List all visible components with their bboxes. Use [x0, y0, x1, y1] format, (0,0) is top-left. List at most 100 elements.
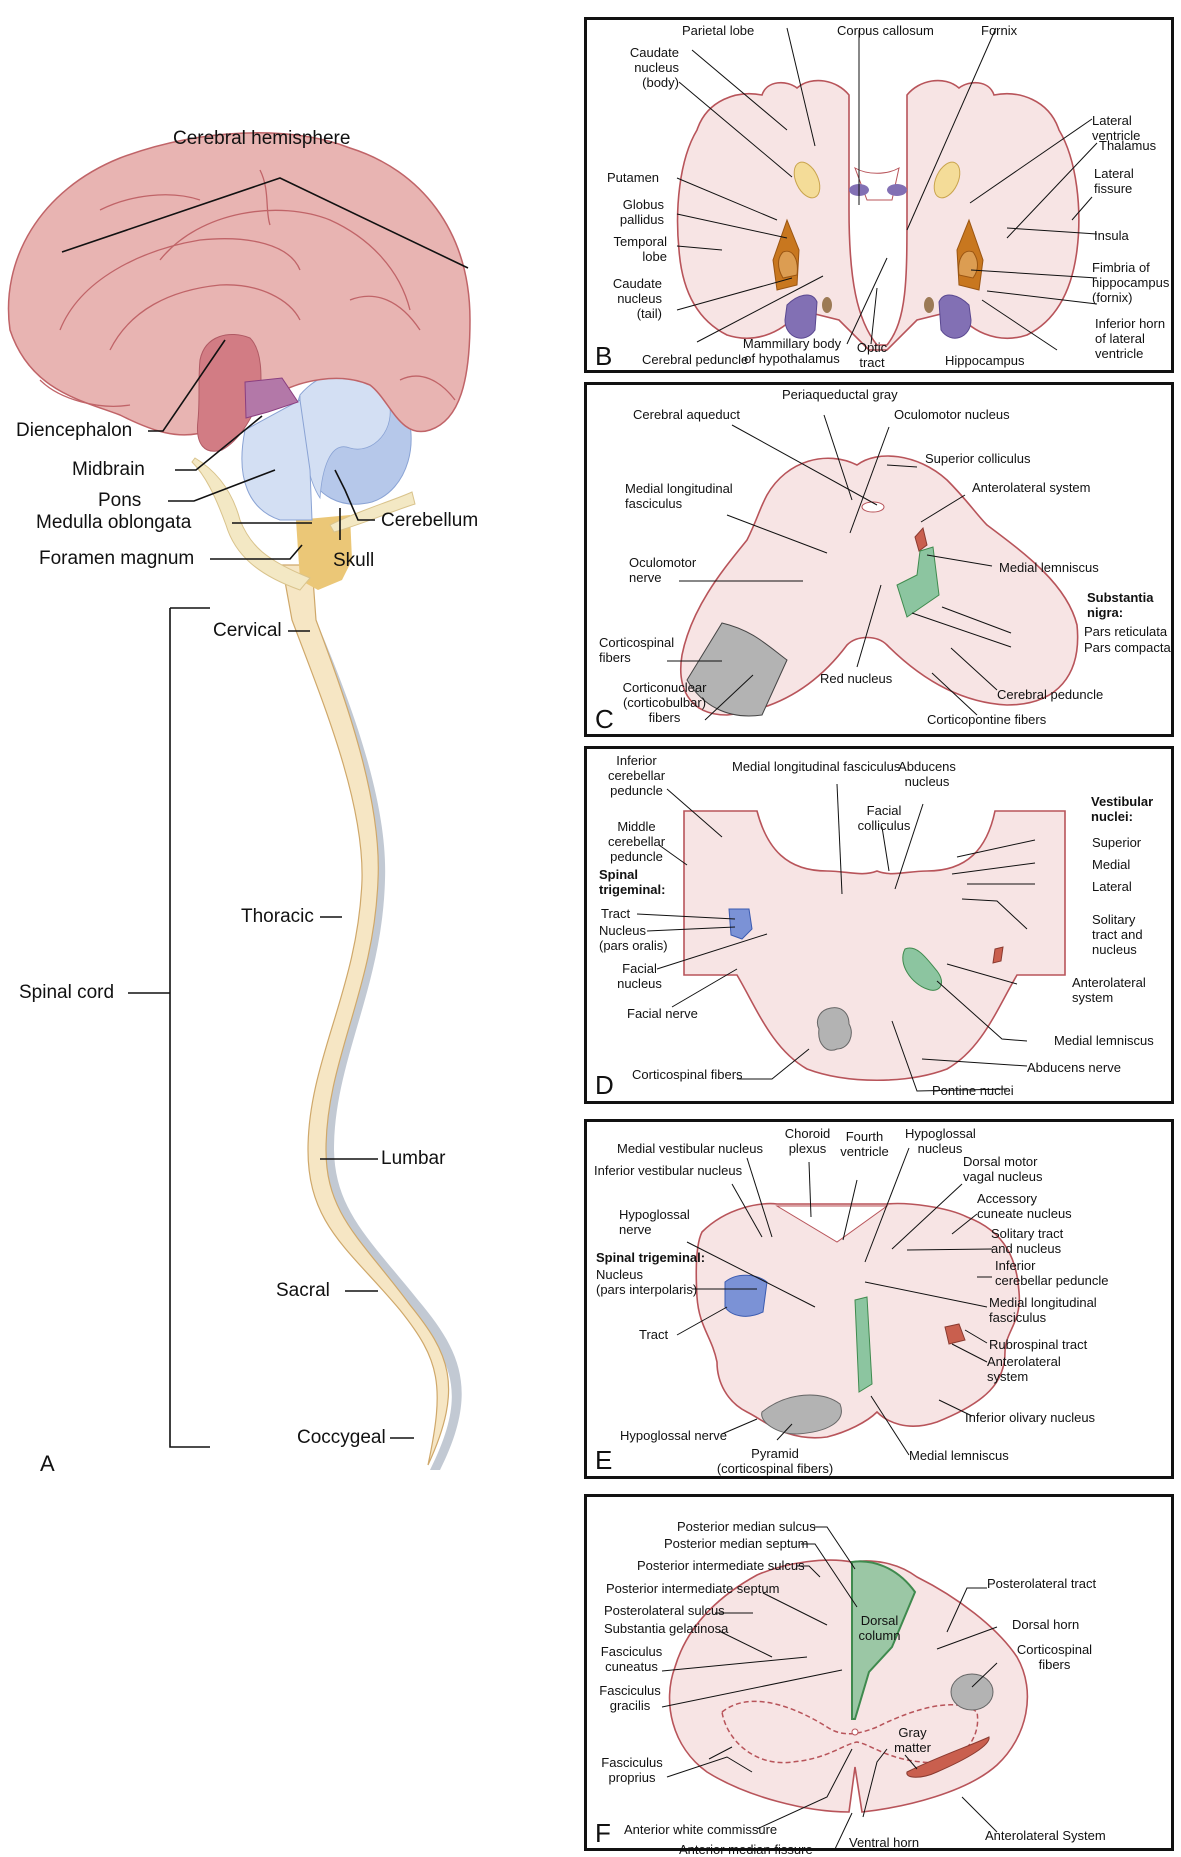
fourth-ventricle [775, 1205, 889, 1243]
panel-c-illustration [667, 414, 1079, 721]
pons-shape [241, 399, 313, 521]
label-inferior-cerebellar-peduncle: Inferior cerebellar peduncle [995, 1258, 1109, 1288]
diencephalon-shape [196, 334, 262, 452]
label-trigeminal-tract: Tract [601, 906, 631, 921]
dorsal-column [851, 1560, 917, 1720]
label-vestibular-medial: Medial [1092, 857, 1131, 872]
label-posterior-intermediate-septum: Posterior intermediate septum [606, 1581, 780, 1596]
label-hippocampus: Hippocampus [945, 353, 1025, 368]
label-lateral-fissure: Lateral fissure [1094, 166, 1134, 196]
panel-letter-a: A [40, 1451, 55, 1476]
label-medial-lemniscus: Medial lemniscus [999, 560, 1099, 575]
midbrain-outline [680, 455, 1079, 716]
label-anterolateral-system: Anterolateral system [987, 1354, 1061, 1384]
label-spinal-trigeminal: Spinal trigeminal: [596, 1250, 706, 1265]
label-sacral: Sacral [276, 1280, 330, 1301]
label-inferior-cerebellar-peduncle: Inferior cerebellar peduncle [607, 753, 666, 798]
label-nucleus-pars-oralis: Nucleus (pars oralis) [599, 923, 668, 953]
label-substantia-nigra: Substantia nigra: [1087, 590, 1154, 620]
label-corpus-callosum: Corpus callosum [837, 23, 934, 38]
pyramid [761, 1394, 842, 1435]
panel-letter-f: F [595, 1818, 611, 1848]
label-ventral-horn: Ventral horn [849, 1835, 920, 1850]
panel-b-illustration [676, 27, 1098, 351]
corticospinal-fibers-f [950, 1673, 994, 1711]
panel-f-spinal-cord-section: Posterior median sulcus Posterior median… [584, 1494, 1174, 1857]
label-fornix: Fornix [981, 23, 1018, 38]
panel-a-leader-lines [61, 177, 469, 1448]
label-fourth-ventricle: Fourth ventricle [840, 1129, 889, 1159]
label-caudate-nucleus-tail: Caudate nucleus (tail) [612, 276, 662, 321]
panel-f-leader-lines [661, 1526, 998, 1848]
cerebral-aqueduct [861, 501, 885, 513]
spinal-trigeminal-nucleus-d [728, 908, 753, 940]
label-facial-colliculus: Facial colliculus [857, 803, 911, 833]
central-canal [851, 1728, 859, 1736]
label-inferior-vestibular-nucleus: Inferior vestibular nucleus [594, 1163, 743, 1178]
skull-posterior [329, 491, 416, 533]
caudate-nucleus-body-right [933, 161, 961, 199]
label-facial-nucleus: Facial nucleus [617, 961, 662, 991]
panel-letter-b: B [595, 341, 613, 371]
label-oculomotor-nerve: Oculomotor nerve [629, 555, 697, 585]
label-globus-pallidus: Globus pallidus [619, 197, 664, 227]
label-medial-longitudinal-fasciculus: Medial longitudinal fasciculus [989, 1295, 1097, 1325]
label-pontine-nuclei: Pontine nuclei [932, 1083, 1014, 1098]
coronal-brain-outline [676, 79, 1080, 351]
label-cerebellum: Cerebellum [381, 510, 479, 531]
label-cerebral-peduncle: Cerebral peduncle [997, 687, 1104, 702]
panel-c-midbrain-section: Periaqueductal gray Cerebral aqueduct Oc… [584, 382, 1174, 737]
label-middle-cerebellar-peduncle: Middle cerebellar peduncle [607, 819, 666, 864]
label-coccygeal: Coccygeal [297, 1427, 386, 1448]
label-facial-nerve: Facial nerve [627, 1006, 698, 1021]
spinal-cord-shadow [300, 620, 462, 1470]
caudate-nucleus-body-left [793, 161, 821, 199]
panel-letter-e: E [595, 1445, 613, 1475]
label-corticospinal-fibers: Corticospinal fibers [599, 635, 675, 665]
label-pyramid: Pyramid (corticospinal fibers) [716, 1446, 834, 1476]
label-posterolateral-sulcus: Posterolateral sulcus [604, 1603, 725, 1618]
label-spinal-cord: Spinal cord [19, 982, 115, 1003]
panel-letter-d: D [595, 1070, 614, 1100]
label-anterolateral-system: Anterolateral system [1072, 975, 1146, 1005]
label-vestibular-superior: Superior [1092, 835, 1142, 850]
label-abducens-nerve: Abducens nerve [1027, 1060, 1121, 1075]
label-trigeminal-tract: Tract [639, 1327, 669, 1342]
label-anterior-white-commissure: Anterior white commissure [624, 1822, 778, 1837]
anterolateral-system-e [944, 1323, 966, 1345]
pons-outline [683, 810, 1066, 1081]
label-fimbria-of-hippocampus: Fimbria of hippocampus (fornix) [1092, 260, 1170, 305]
label-dorsal-motor-vagal-nucleus: Dorsal motor vagal nucleus [963, 1154, 1043, 1184]
label-lateral-ventricle: Lateral ventricle [1092, 113, 1141, 143]
label-medial-longitudinal-fasciculus: Medial longitudinal fasciculus [732, 759, 901, 774]
label-mammillary-body: Mammillary body of hypothalamus [742, 336, 842, 366]
panel-d-illustration [636, 783, 1066, 1092]
spinal-cord [281, 564, 450, 1466]
label-medulla-oblongata: Medulla oblongata [36, 512, 192, 533]
panel-e-leader-lines [676, 1147, 993, 1456]
label-cerebral-hemisphere: Cerebral hemisphere [173, 128, 351, 149]
label-posterior-median-septum: Posterior median septum [664, 1536, 809, 1551]
label-lumbar: Lumbar [381, 1148, 446, 1169]
label-thoracic: Thoracic [241, 906, 314, 927]
corticospinal-fibers-d [816, 1007, 852, 1051]
label-anterolateral-system: Anterolateral System [985, 1828, 1106, 1843]
label-insula: Insula [1094, 228, 1129, 243]
label-substantia-gelatinosa: Substantia gelatinosa [604, 1621, 729, 1636]
label-diencephalon: Diencephalon [16, 420, 133, 441]
globus-pallidus-right [958, 250, 978, 279]
label-midbrain: Midbrain [72, 459, 145, 480]
label-dorsal-horn: Dorsal horn [1012, 1617, 1080, 1632]
medial-lemniscus-e [854, 1296, 873, 1393]
anterolateral-system-c [914, 526, 928, 552]
cerebral-peduncle-right [924, 297, 934, 313]
label-corticopontine-fibers: Corticopontine fibers [927, 712, 1047, 727]
label-putamen: Putamen [607, 170, 660, 185]
label-red-nucleus: Red nucleus [820, 671, 893, 686]
label-anterior-median-fissure: Anterior median fissure [679, 1842, 813, 1857]
label-inferior-olivary-nucleus: Inferior olivary nucleus [965, 1410, 1096, 1425]
label-posterior-median-sulcus: Posterior median sulcus [677, 1519, 816, 1534]
label-hypoglossal-nerve-bottom: Hypoglossal nerve [620, 1428, 727, 1443]
label-medial-longitudinal-fasciculus: Medial longitudinal fasciculus [625, 481, 733, 511]
